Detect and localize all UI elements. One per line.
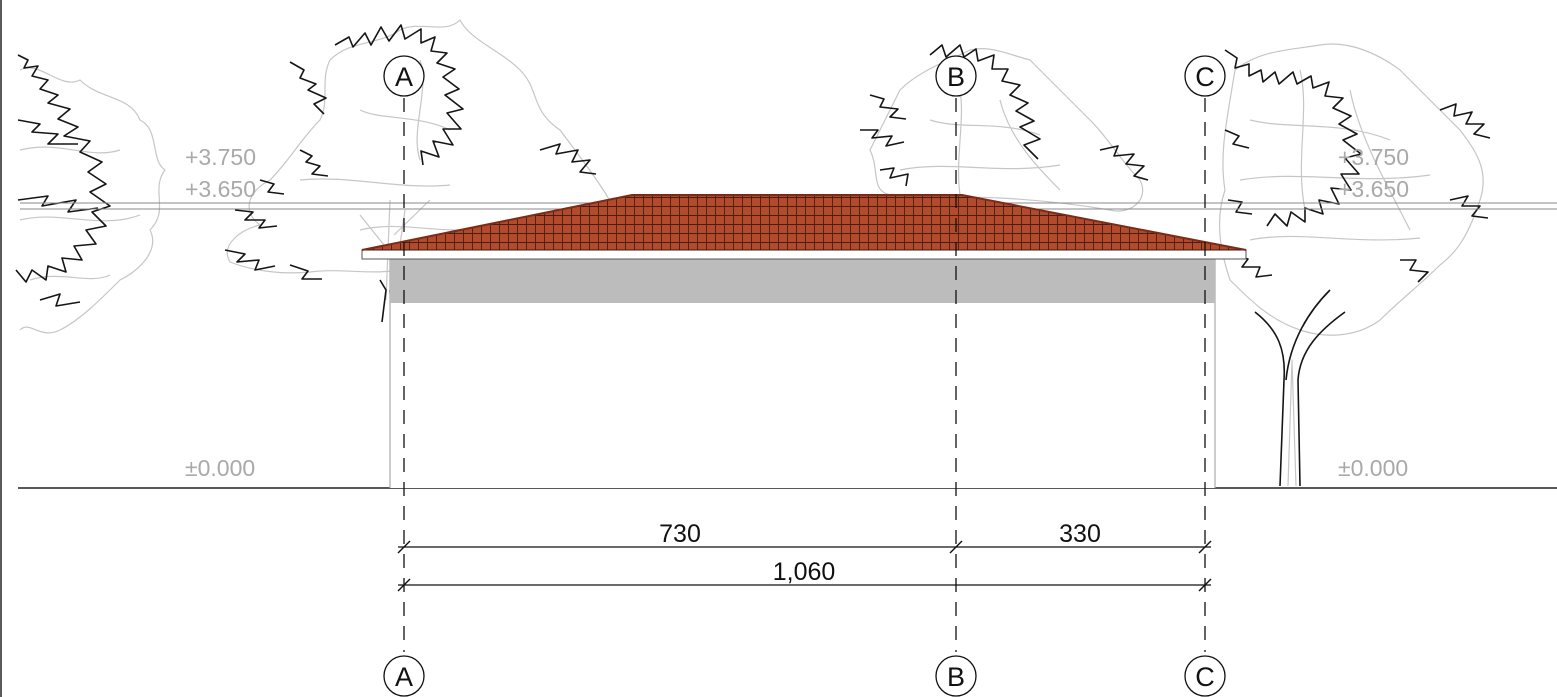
grid-label-top-a: A xyxy=(395,62,413,92)
dim-tick-c2 xyxy=(1198,578,1212,592)
dim-text-overall: 1,060 xyxy=(773,558,836,586)
dim-tick-a1 xyxy=(397,540,411,554)
roof-eave-board xyxy=(361,249,1247,260)
dim-text-bc: 330 xyxy=(1059,520,1101,548)
level-label-eave-right: +3.650 xyxy=(1338,176,1409,202)
dim-tick-a2 xyxy=(397,578,411,592)
level-label-eave-left: +3.650 xyxy=(185,176,256,202)
dim-tick-b1 xyxy=(949,540,963,554)
grid-label-top-c: C xyxy=(1195,62,1215,92)
grid-label-bottom-c: C xyxy=(1195,662,1215,692)
grid-bubble-bottom-a: A xyxy=(383,655,425,697)
fascia-band xyxy=(390,258,1215,303)
dim-tick-c1 xyxy=(1198,540,1212,554)
grid-bubble-top-a: A xyxy=(383,55,425,97)
grid-label-bottom-b: B xyxy=(947,662,965,692)
roof-ridge-line xyxy=(361,194,1247,251)
building-elevation xyxy=(361,194,1247,488)
dimension-chain: 730 330 1,060 xyxy=(397,520,1212,592)
level-label-ridge-left: +3.750 xyxy=(185,144,256,170)
grid-label-top-b: B xyxy=(947,62,965,92)
dim-text-ab: 730 xyxy=(659,520,701,548)
grid-bubble-top-b: B xyxy=(935,55,977,97)
grid-bubble-top-c: C xyxy=(1184,55,1226,97)
level-label-ridge-right: +3.750 xyxy=(1338,144,1409,170)
grid-bubble-bottom-b: B xyxy=(935,655,977,697)
tree-left-edge xyxy=(15,54,166,334)
tree-right xyxy=(1218,43,1491,487)
tree-center xyxy=(860,44,1149,212)
level-label-ground-left: ±0.000 xyxy=(185,455,255,481)
grid-label-bottom-a: A xyxy=(395,662,413,692)
grid-bubble-bottom-c: C xyxy=(1184,655,1226,697)
level-label-ground-right: ±0.000 xyxy=(1338,455,1408,481)
